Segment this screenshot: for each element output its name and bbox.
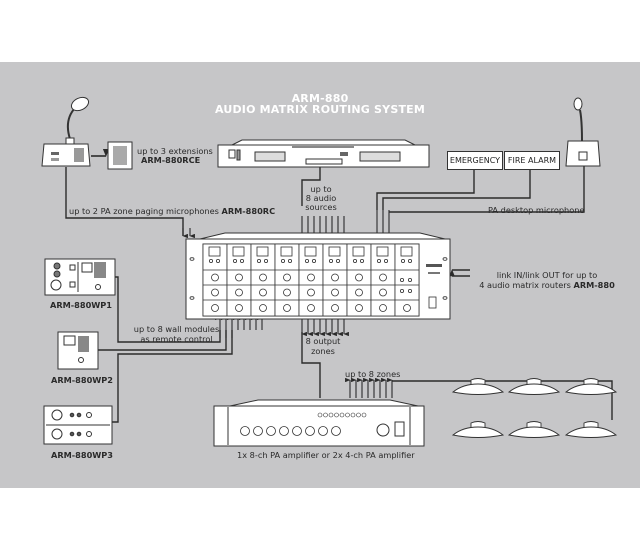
- amp-indicator: [317, 412, 323, 418]
- amp-indicator: [345, 412, 350, 418]
- speaker-connection: [392, 380, 613, 420]
- router-channel-strip: [250, 243, 276, 317]
- wall-modules-line-2: as remote control: [140, 334, 213, 344]
- router-master-strip: [394, 243, 420, 317]
- router-channel-strip: [226, 243, 252, 317]
- paging-mics-text: up to 2 PA zone paging microphones: [69, 206, 222, 216]
- ceiling-speaker: [564, 378, 618, 395]
- link-label-text: 4 audio matrix routers: [479, 280, 574, 290]
- amp-channel-knob: [240, 426, 250, 436]
- ceiling-speakers: [451, 378, 618, 438]
- paging-mic-connection: [65, 167, 184, 236]
- pa-amplifier-device: [213, 399, 425, 447]
- router-channel-strip: [322, 243, 348, 317]
- output-zones-label: 8 output zones: [300, 336, 346, 356]
- output-arrows: [301, 318, 349, 337]
- amp-indicator: [334, 412, 339, 418]
- desktop-mic-connection: [389, 166, 585, 213]
- router-power-switch: [428, 296, 437, 309]
- amp-channel-knob: [292, 426, 302, 436]
- amp-knobs: [240, 412, 367, 436]
- amp-indicator: [361, 412, 367, 418]
- wall-modules-line-1: up to 8 wall modules: [133, 324, 220, 334]
- audio-sources-line-3: sources: [305, 202, 337, 212]
- amp-indicator: [350, 412, 356, 418]
- link-label-line-2: 4 audio matrix routers ARM-880: [472, 280, 622, 290]
- ceiling-speaker: [507, 378, 561, 395]
- router-channel-strip: [274, 243, 300, 317]
- ceiling-speaker: [451, 421, 505, 438]
- wp3-connection: [112, 330, 233, 423]
- audio-sources-line-2: 8 audio: [305, 193, 337, 203]
- router-channel-strip: [370, 243, 396, 317]
- wall-modules-label: up to 8 wall modules as remote control: [124, 324, 229, 344]
- amp-indicator: [323, 412, 328, 418]
- diagram-subtitle: AUDIO MATRIX ROUTING SYSTEM: [214, 103, 426, 116]
- ceiling-speaker: [507, 421, 561, 438]
- wall-panel-3-device: [43, 405, 113, 445]
- link-label-model: ARM-880: [573, 280, 615, 290]
- paging-mics-model: ARM-880RC: [221, 206, 276, 216]
- amplifier-label: 1x 8-ch PA amplifier or 2x 4-ch PA ampli…: [237, 450, 415, 460]
- amp-channel-knob: [279, 426, 289, 436]
- fire-alarm-box: FIRE ALARM: [504, 151, 560, 170]
- router-channel-strip: [346, 243, 372, 317]
- extension-device: [107, 141, 133, 170]
- zone-arrows: [345, 377, 393, 398]
- output-zones-connection: [301, 332, 321, 398]
- paging-microphone-device: [41, 96, 91, 167]
- emergency-box: EMERGENCY: [447, 151, 503, 170]
- router-logo: [189, 257, 448, 309]
- wall-panel-2-device: [57, 331, 99, 370]
- wp2-label: ARM-880WP2: [51, 375, 114, 385]
- amp-channel-knob: [253, 426, 263, 436]
- diagram-title: ARM-880: [291, 92, 349, 105]
- desktop-microphone-device: [565, 97, 601, 167]
- audio-sources-line-1: up to: [310, 184, 332, 194]
- wp1-label: ARM-880WP1: [50, 300, 113, 310]
- ceiling-speaker: [451, 378, 505, 395]
- amp-indicator: [328, 412, 334, 418]
- up-to-zones-label: up to 8 zones: [345, 369, 401, 379]
- amp-indicator: [339, 412, 345, 418]
- amp-channel-knob: [305, 426, 315, 436]
- extensions-model-label: ARM-880RCE: [141, 155, 201, 165]
- audio-source-connection: [301, 166, 321, 206]
- paging-mics-label: up to 2 PA zone paging microphones ARM-8…: [69, 206, 275, 216]
- link-label: link IN/link OUT for up to 4 audio matri…: [472, 270, 622, 290]
- link-label-line-1: link IN/link OUT for up to: [496, 270, 598, 280]
- amp-indicator: [356, 412, 361, 418]
- amp-channel-knob: [266, 426, 276, 436]
- audio-source-device: [217, 139, 430, 168]
- desktop-mic-label: PA desktop microphone: [488, 205, 585, 215]
- output-zones-line-2: zones: [311, 346, 335, 356]
- extensions-label: up to 3 extensions: [137, 146, 213, 156]
- wp3-label: ARM-880WP3: [51, 450, 114, 460]
- router-channel-strip: [202, 243, 228, 317]
- wall-panel-1-device: [44, 258, 116, 296]
- remote-arrows: [215, 315, 263, 338]
- router-channels: [189, 243, 448, 317]
- amp-channel-knob: [331, 426, 341, 436]
- amp-channel-knob: [318, 426, 328, 436]
- ceiling-speaker: [564, 421, 618, 438]
- router-channel-strip: [298, 243, 324, 317]
- fire-alarm-connection: [382, 168, 531, 210]
- audio-sources-label: up to 8 audio sources: [296, 185, 346, 212]
- output-zones-line-1: 8 output: [305, 336, 341, 346]
- emergency-connection: [376, 168, 475, 210]
